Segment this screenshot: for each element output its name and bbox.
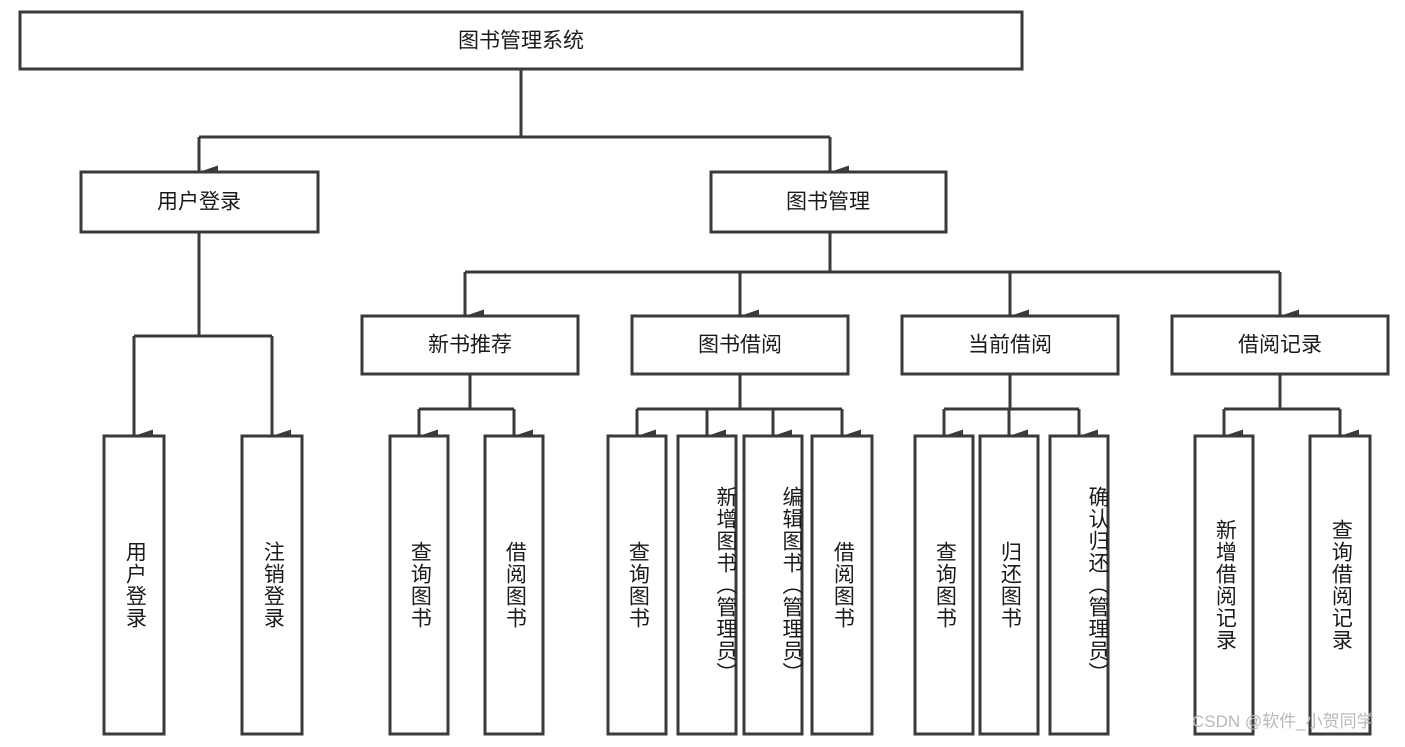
node-box-current-borrow[interactable] — [900, 314, 1120, 376]
horizontal-label-group: 图书管理系统 用户登录 图书管理 新书推荐 图书借阅 当前借阅 借阅记录 — [157, 30, 1322, 357]
watermark-text: CSDN @软件_小贺同学 — [1192, 712, 1374, 731]
node-box-leaf-query-book-current[interactable] — [913, 434, 975, 736]
node-box-group — [18, 10, 1390, 736]
node-box-book-borrow[interactable] — [630, 314, 850, 376]
node-box-leaf-borrow-book-recommend[interactable] — [483, 434, 545, 736]
node-box-user-login[interactable] — [79, 170, 320, 234]
connector-group — [132, 69, 1359, 443]
node-box-leaf-query-borrow-record[interactable] — [1308, 434, 1372, 736]
label-borrow-record: 借阅记录 — [1238, 334, 1322, 357]
node-box-leaf-edit-book-admin[interactable] — [742, 434, 804, 736]
label-new-book-recommend: 新书推荐 — [428, 334, 512, 357]
label-user-login: 用户登录 — [157, 191, 241, 214]
label-book-management: 图书管理 — [786, 191, 870, 214]
label-root: 图书管理系统 — [458, 30, 584, 53]
node-box-leaf-add-book-admin[interactable] — [676, 434, 738, 736]
label-book-borrow: 图书借阅 — [698, 334, 782, 357]
node-box-new-book-recommend[interactable] — [360, 314, 580, 376]
node-box-book-management[interactable] — [709, 170, 948, 234]
node-box-leaf-confirm-return-admin[interactable] — [1048, 434, 1110, 736]
node-box-leaf-borrow-book[interactable] — [810, 434, 874, 736]
node-box-leaf-query-book-borrow[interactable] — [606, 434, 668, 736]
node-box-leaf-return-book[interactable] — [978, 434, 1040, 736]
node-box-leaf-add-borrow-record[interactable] — [1193, 434, 1255, 736]
node-box-borrow-record[interactable] — [1170, 314, 1390, 376]
label-current-borrow: 当前借阅 — [968, 334, 1052, 357]
node-box-leaf-logout[interactable] — [240, 434, 304, 736]
node-box-leaf-query-book-recommend[interactable] — [388, 434, 450, 736]
node-box-root[interactable] — [18, 10, 1024, 71]
node-box-leaf-user-login[interactable] — [102, 434, 166, 736]
